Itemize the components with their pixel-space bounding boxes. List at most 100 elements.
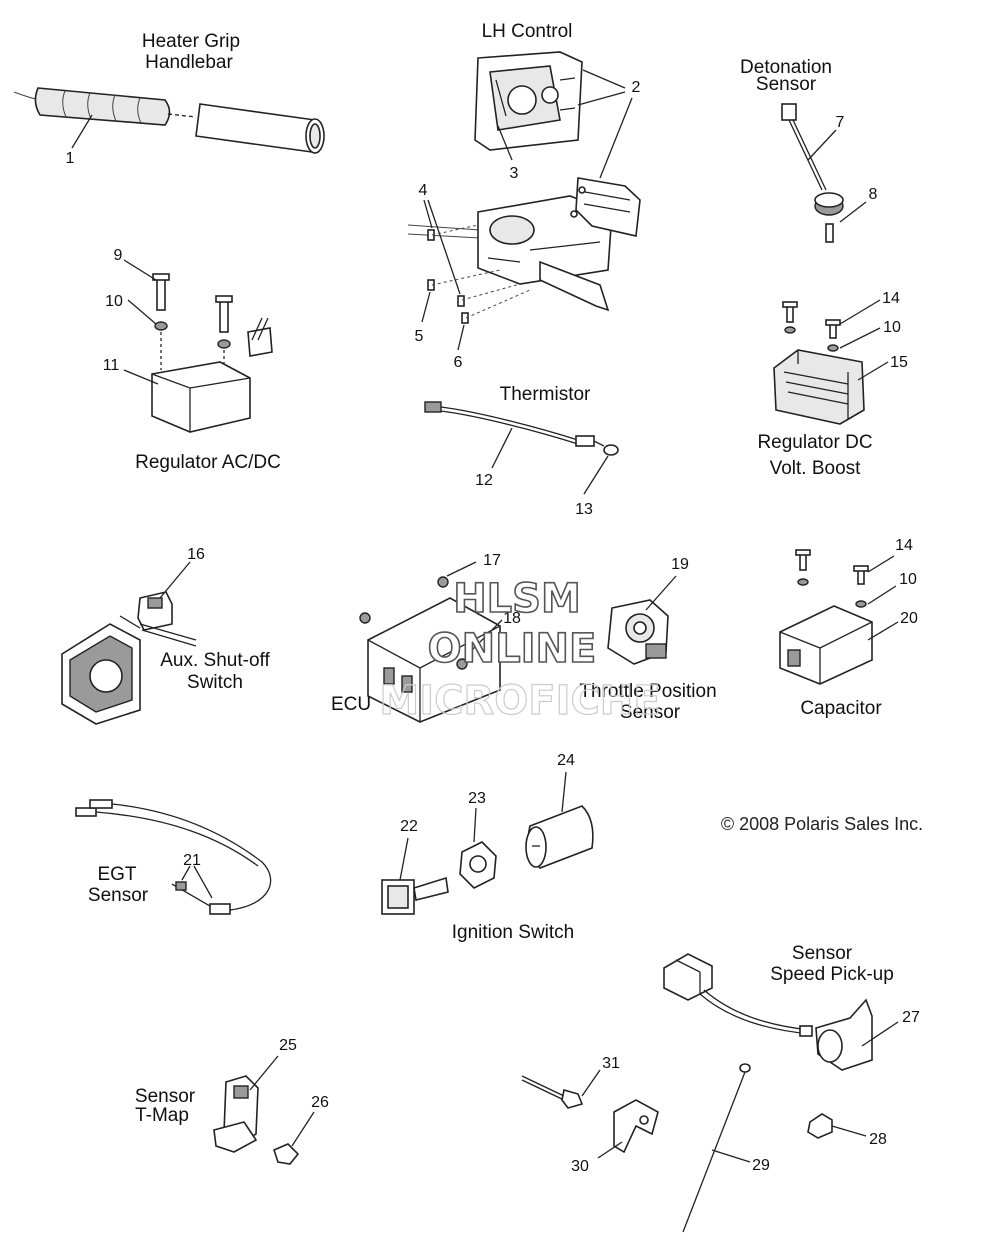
leader-15 — [857, 361, 889, 381]
copyright-notice: © 2008 Polaris Sales Inc. — [721, 814, 923, 834]
clip-pin-group — [521, 1069, 659, 1159]
leader-23 — [473, 807, 477, 843]
leader-3 — [497, 125, 513, 161]
callout-10a: 10 — [105, 293, 123, 310]
callout-27: 27 — [902, 1009, 920, 1026]
label-egt-line1: EGT — [97, 864, 136, 885]
regulator-acdc-group — [123, 259, 273, 433]
regulator-acdc-part — [151, 361, 251, 433]
leader-28 — [831, 1125, 867, 1137]
label-heater-grip-line1: Heater Grip — [142, 31, 240, 52]
watermark: HLSM ONLINE MICROFICHE — [379, 575, 661, 724]
ignition-switch-group — [381, 771, 594, 915]
part-number-callouts: 1 2 3 4 5 6 7 8 9 10 10 10 11 12 13 14 1… — [66, 79, 920, 1175]
leader-7 — [807, 129, 837, 161]
callout-18: 18 — [503, 610, 521, 627]
cable-tie-29 — [682, 1071, 746, 1233]
leader-20 — [867, 621, 899, 641]
callout-26: 26 — [311, 1094, 329, 1111]
callout-22: 22 — [400, 818, 418, 835]
callout-15: 15 — [890, 354, 908, 371]
leader-16 — [159, 561, 191, 599]
callout-3: 3 — [510, 165, 519, 182]
label-heater-grip-line2: Handlebar — [145, 52, 233, 73]
label-speed-pickup-line1: Sensor — [792, 943, 853, 964]
bolt-28 — [807, 1113, 833, 1139]
callout-28: 28 — [869, 1131, 887, 1148]
heater-grip-group — [13, 87, 325, 154]
callout-9: 9 — [114, 247, 123, 264]
callout-31: 31 — [602, 1055, 620, 1072]
label-ecu: ECU — [331, 694, 371, 715]
leader-29 — [711, 1149, 751, 1163]
callout-2: 2 — [632, 79, 641, 96]
lh-control-assembly — [407, 97, 641, 351]
egt-sensor-part — [209, 903, 231, 915]
label-ignition-switch: Ignition Switch — [452, 922, 575, 943]
callout-19: 19 — [671, 556, 689, 573]
tmap-group — [213, 1055, 315, 1165]
capacitor-group — [779, 549, 899, 685]
regulator-dc-part — [773, 349, 865, 425]
label-thermistor: Thermistor — [500, 384, 591, 405]
watermark-line1: HLSM — [453, 576, 581, 622]
lh-switch-block — [575, 177, 641, 237]
callout-8: 8 — [869, 186, 878, 203]
leader-1 — [71, 114, 93, 149]
callout-29: 29 — [752, 1157, 770, 1174]
leader-2b — [599, 97, 633, 179]
ecu-group — [359, 561, 503, 723]
clip-30 — [613, 1099, 659, 1154]
callout-14b: 14 — [895, 537, 913, 554]
callout-21: 21 — [183, 852, 201, 869]
callout-16: 16 — [187, 546, 205, 563]
callout-10b: 10 — [883, 319, 901, 336]
tps-group — [607, 575, 677, 665]
thermistor-connector — [424, 401, 442, 413]
callout-12: 12 — [475, 472, 493, 489]
label-tmap-line1: Sensor — [135, 1086, 196, 1107]
thermistor-group — [424, 401, 619, 495]
thermistor-part — [575, 435, 595, 447]
callout-24: 24 — [557, 752, 575, 769]
grommet-18 — [456, 658, 468, 670]
washer-13 — [603, 444, 619, 456]
leader-10b — [839, 327, 881, 349]
leader-2a — [577, 69, 626, 106]
leader-24 — [561, 771, 567, 813]
callout-11: 11 — [103, 357, 120, 374]
diagram-labels: Heater Grip Handlebar LH Control Detonat… — [88, 21, 923, 1126]
label-tps-line2: Sensor — [620, 702, 681, 723]
leader-14a — [839, 299, 881, 325]
leader-27 — [861, 1021, 899, 1047]
label-speed-pickup-line2: Speed Pick-up — [770, 964, 894, 985]
callout-4: 4 — [419, 182, 428, 199]
brake-lever — [539, 260, 610, 312]
leader-10c — [867, 585, 897, 605]
screw-6 — [461, 312, 469, 324]
washer-10c — [855, 600, 867, 608]
leader-11 — [123, 369, 159, 385]
callout-23: 23 — [468, 790, 486, 807]
leader-5 — [421, 291, 431, 323]
callout-5: 5 — [415, 328, 424, 345]
leader-14b — [867, 555, 895, 573]
label-capacitor: Capacitor — [800, 698, 882, 719]
watermark-line3: MICROFICHE — [379, 678, 660, 724]
leader-4 — [423, 199, 461, 295]
leader-6 — [457, 324, 465, 351]
aux-switch-part — [137, 591, 173, 631]
leader-31 — [581, 1069, 601, 1097]
handlebar-tube-part — [195, 103, 316, 153]
leader-13 — [583, 455, 609, 495]
screw-4b — [457, 295, 465, 307]
speed-pickup-connector — [663, 953, 713, 1001]
label-regulator-acdc: Regulator AC/DC — [135, 452, 281, 473]
label-egt-line2: Sensor — [88, 885, 149, 906]
callout-1: 1 — [66, 150, 75, 167]
aux-shutoff-group — [61, 561, 197, 725]
detonation-connector — [781, 103, 797, 121]
screw-14b — [857, 569, 865, 585]
